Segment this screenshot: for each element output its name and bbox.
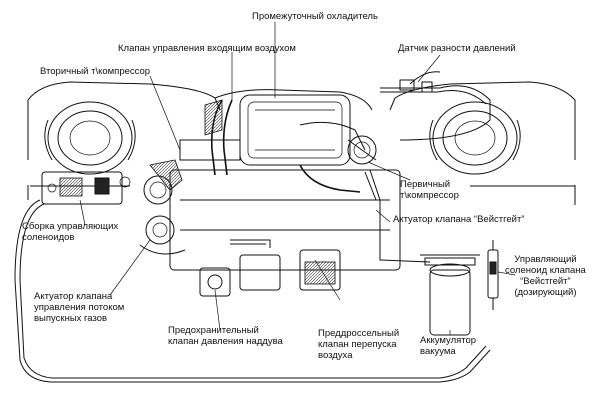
wastegate-solenoid-shape [487,240,499,310]
label-solenoid-assembly: Сборка управляющих соленоидов [22,221,119,243]
label-boost-relief-valve: Предохранительный клапан давления наддув… [168,325,283,347]
body-outline [27,81,576,205]
primary-turbo-shape [347,135,377,165]
vacuum-lines [14,85,491,383]
label-intake-control-valve: Клапан управления входящим воздухом [118,43,296,54]
label-pressure-diff-sensor: Датчик разности давлений [398,43,516,54]
vacuum-accumulator-shape [420,254,480,336]
secondary-turbo-shape [143,159,183,205]
engine-block [169,169,401,297]
leader-lines [79,22,516,335]
exhaust-actuator-shape [139,215,186,255]
label-primary-turbo: Первичный т\компрессор [400,179,459,201]
intercooler-shape [214,89,373,166]
label-wastegate-solenoid: Управляющий соленоид клапана “Вейстгейт”… [505,254,586,298]
label-exhaust-flow-actuator: Актуатор клапана управления потоком выпу… [34,291,125,324]
label-throttle-bypass-valve: Преддроссельный клапан перепуска воздуха [318,328,400,361]
label-intercooler: Промежуточный охладитель [252,11,378,22]
intake-ducts [179,99,366,193]
right-headlight [429,101,521,175]
left-headlight [44,101,136,175]
label-vacuum-accumulator: Аккумулятор вакуума [420,335,477,357]
label-secondary-turbo: Вторичный т\компрессор [40,66,151,77]
solenoid-assembly-shape [41,171,131,205]
label-wastegate-actuator: Актуатор клапана “Вейстгейт” [393,214,525,225]
